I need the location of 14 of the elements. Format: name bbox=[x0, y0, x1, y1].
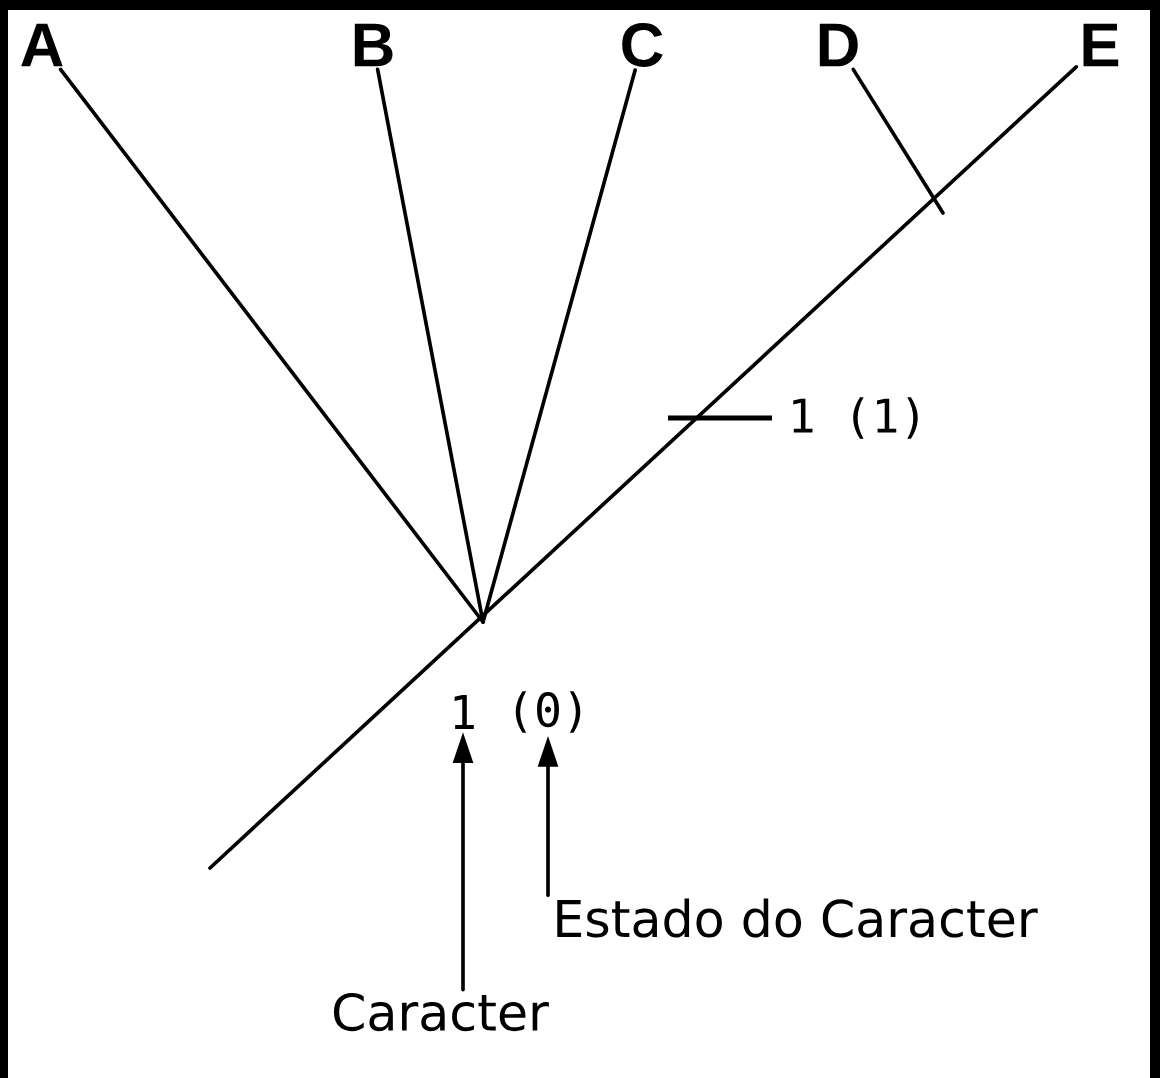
annotation-text: Caracter bbox=[333, 992, 549, 1032]
taxon-label: B bbox=[354, 23, 393, 67]
branch-line bbox=[851, 67, 945, 215]
taxon-label: C bbox=[622, 23, 663, 67]
character-label: 1 (1) bbox=[793, 397, 918, 439]
branch-line bbox=[481, 68, 637, 624]
character-state: (0) bbox=[515, 691, 581, 733]
branch-line bbox=[208, 65, 1079, 870]
taxon-label: A bbox=[21, 23, 63, 67]
annotation-text: Estado do Caracter bbox=[557, 898, 1038, 938]
taxon-label: E bbox=[1083, 23, 1119, 67]
character-number: 1 bbox=[454, 695, 474, 729]
branch-line bbox=[375, 67, 485, 624]
taxon-label: D bbox=[819, 23, 858, 67]
